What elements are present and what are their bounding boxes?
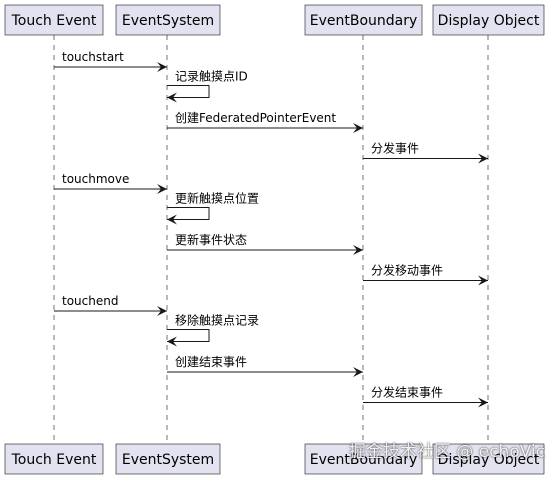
participant-box-do-bottom <box>432 443 545 475</box>
participant-box-eb-top <box>304 4 423 36</box>
participant-box-es-top <box>115 4 221 36</box>
participant-box-eb-bottom <box>304 443 423 475</box>
participant-label-eb-bottom: EventBoundary <box>310 452 418 468</box>
participant-box-es-bottom <box>115 443 221 475</box>
message-label-1: 记录触摸点ID <box>175 70 248 84</box>
participant-label-touch-top: Touch Event <box>11 13 97 29</box>
lifelines <box>53 35 489 444</box>
participant-box-touch-top <box>4 4 104 36</box>
participant-label-do-bottom: Display Object <box>438 452 540 468</box>
message-label-2: 创建FederatedPointerEvent <box>175 111 336 125</box>
participant-label-eb-top: EventBoundary <box>310 13 418 29</box>
message-label-4: touchmove <box>62 172 129 186</box>
message-label-11: 分发结束事件 <box>371 385 443 400</box>
message-label-0: touchstart <box>62 50 124 64</box>
participant-label-es-top: EventSystem <box>122 13 214 29</box>
message-label-5: 更新触摸点位置 <box>175 191 259 206</box>
participant-label-es-bottom: EventSystem <box>122 452 214 468</box>
participant-box-touch-bottom <box>4 443 104 475</box>
message-arrow-9 <box>167 329 210 347</box>
participant-label-do-top: Display Object <box>438 13 540 29</box>
message-label-3: 分发事件 <box>371 141 419 156</box>
message-label-6: 更新事件状态 <box>175 232 247 247</box>
message-arrow-5 <box>167 207 210 225</box>
message-arrow-1 <box>167 85 210 103</box>
message-label-10: 创建结束事件 <box>175 355 247 369</box>
participant-box-do-top <box>432 4 545 36</box>
message-label-9: 移除触摸点记录 <box>175 313 259 328</box>
message-label-7: 分发移动事件 <box>371 263 443 278</box>
participant-label-touch-bottom: Touch Event <box>11 452 97 468</box>
messages: touchstart 记录触摸点ID 创建FederatedPointerEvent… <box>54 50 488 408</box>
message-label-8: touchend <box>62 294 118 308</box>
